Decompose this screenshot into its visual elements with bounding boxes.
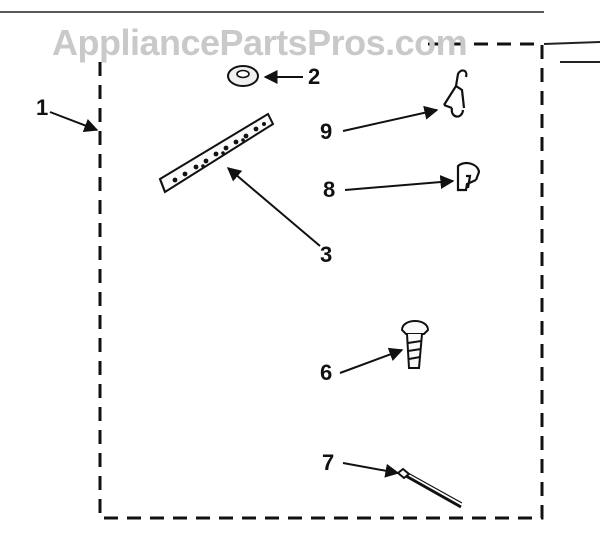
- leader-7: [342, 462, 400, 478]
- washer-part: [227, 65, 259, 87]
- tab-line: [543, 41, 600, 45]
- bracket-part: [158, 112, 275, 194]
- callout-9: 9: [320, 119, 333, 144]
- hook-part: [443, 69, 468, 118]
- leader-9: [342, 105, 439, 132]
- callout-7: 7: [322, 450, 335, 475]
- callout-8: 8: [323, 177, 336, 202]
- kit-boundary: [98, 42, 544, 520]
- callout-6: 6: [320, 360, 333, 385]
- callout-3: 3: [320, 242, 333, 267]
- clip-part: [456, 162, 481, 192]
- leader-1: [49, 111, 99, 133]
- leader-6: [339, 347, 404, 374]
- screw-part: [400, 320, 430, 369]
- callout-2: 2: [308, 64, 321, 89]
- pin-part: [396, 467, 463, 509]
- leader-3: [226, 167, 321, 247]
- leader-8: [344, 175, 455, 191]
- callout-1: 1: [36, 95, 49, 120]
